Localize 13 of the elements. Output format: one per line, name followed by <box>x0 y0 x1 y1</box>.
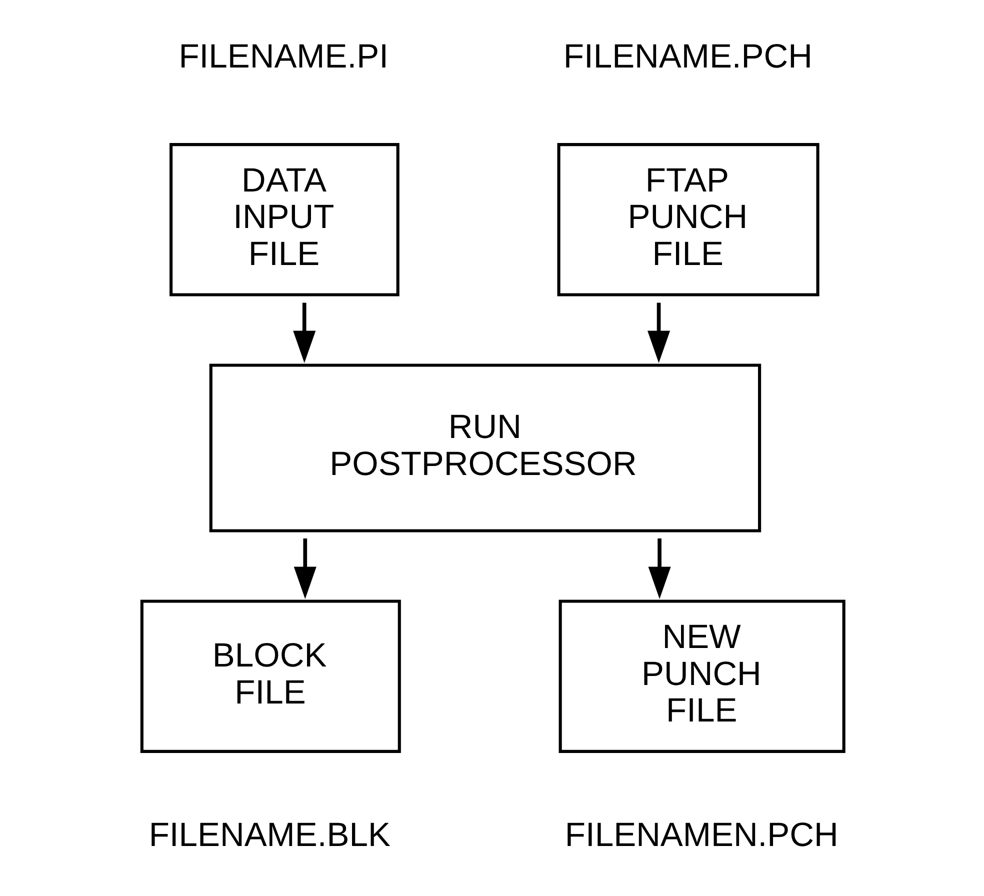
node-label: FILENAME.PCH <box>562 37 812 76</box>
node-label: FILENAME.BLK <box>148 816 390 854</box>
node-box: BLOCK FILE <box>140 600 400 753</box>
node-label: FILENAMEN.PCH <box>564 816 838 854</box>
node-box: FTAP PUNCH FILE <box>556 143 819 296</box>
arrow <box>293 538 316 599</box>
node-box: DATA INPUT FILE <box>169 143 399 296</box>
node-label: FILENAME.PI <box>178 37 388 76</box>
arrow <box>292 302 316 364</box>
arrow <box>647 302 670 364</box>
node-box: NEW PUNCH FILE <box>558 600 845 753</box>
node-box: RUN POSTPROCESSOR <box>208 364 761 532</box>
arrow <box>648 538 670 599</box>
